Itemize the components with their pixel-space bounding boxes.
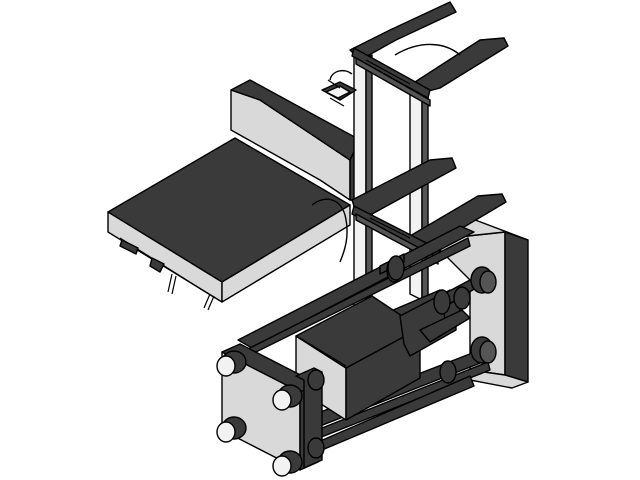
column-nut-lower [433,289,451,315]
platform-table [107,137,351,311]
nut-bottom-left [216,416,247,443]
front-plate-nuts [216,350,325,477]
nut-inner-upper [307,369,325,391]
top-sensor-bracket [321,69,357,107]
rear-nut-middle-bottom [439,360,457,384]
column-nut-upper [387,255,405,281]
nut-top-right [272,384,303,411]
rear-nut-top [470,266,497,294]
rear-nut-bottom [470,336,497,364]
rear-plate-nuts [387,255,497,384]
nut-top-left [216,350,247,377]
rear-nut-middle-top [453,286,471,310]
nut-inner-lower [307,437,325,459]
nut-bottom-right [272,450,303,477]
